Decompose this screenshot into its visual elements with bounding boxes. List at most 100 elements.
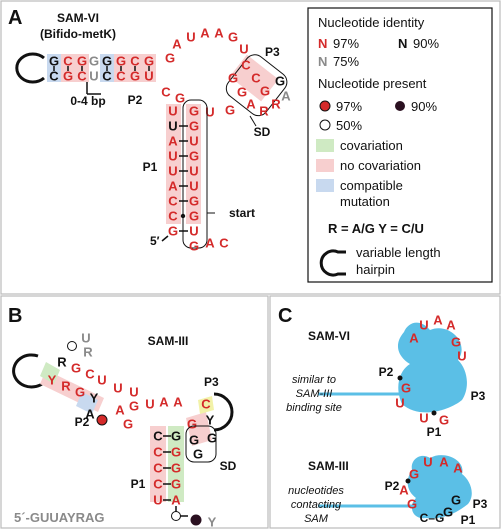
- svg-text:G: G: [407, 497, 417, 512]
- variable-hairpin-icon: [12, 353, 43, 389]
- legend-hairpin-l1: variable length: [356, 245, 441, 260]
- svg-text:G: G: [439, 413, 449, 428]
- svg-text:U: U: [423, 455, 432, 470]
- panel-b-letter: B: [8, 305, 22, 327]
- svg-text:G: G: [116, 54, 126, 69]
- svg-text:U: U: [144, 69, 153, 84]
- p2-covar-shade: [40, 362, 60, 384]
- c-top-p1: P1: [427, 425, 442, 439]
- panel-c-top-nts: A U A A G U G U U G: [395, 313, 466, 428]
- svg-text:G: G: [237, 85, 247, 100]
- svg-text:U: U: [97, 373, 106, 388]
- panel-a-letter: A: [8, 7, 22, 29]
- panel-c-frame: [269, 295, 501, 529]
- svg-text:G: G: [189, 149, 199, 164]
- no-covariation-swatch: [316, 159, 334, 172]
- svg-text:G: G: [77, 54, 87, 69]
- c-bottom-note-3: SAM: [304, 513, 329, 525]
- svg-text:C: C: [201, 397, 211, 412]
- label-start: start: [229, 206, 255, 220]
- c-top-note-1: similar to: [292, 374, 336, 386]
- nt-a-tail: A: [205, 236, 215, 251]
- legend-compatible-l2: mutation: [340, 194, 390, 209]
- panel-c-bottom-nts: G U A A A G G G: [399, 455, 463, 520]
- svg-text:G: G: [144, 54, 154, 69]
- c-bottom-p2: P2: [385, 479, 400, 493]
- svg-text:U: U: [186, 30, 195, 45]
- p1-left-strand: U U A U U A C C G: [168, 104, 178, 239]
- svg-text:G: G: [130, 69, 140, 84]
- svg-text:C: C: [153, 445, 163, 460]
- legend-n90-letter: N: [398, 36, 407, 51]
- panel-c-top-title: SAM-VI: [308, 329, 350, 343]
- j23-b: U G U A A A G: [115, 385, 183, 432]
- label-0-4bp: 0-4 bp: [70, 94, 105, 108]
- svg-text:G: G: [165, 51, 175, 66]
- panel-a-frame: [0, 0, 501, 295]
- svg-text:A: A: [409, 331, 419, 346]
- svg-text:G: G: [228, 30, 238, 45]
- svg-text:G: G: [168, 224, 178, 239]
- svg-text:U: U: [419, 318, 428, 333]
- legend-present-title: Nucleotide present: [318, 76, 427, 91]
- legend-dot90: 90%: [411, 99, 437, 114]
- svg-text:R: R: [83, 345, 93, 360]
- svg-text:C: C: [161, 85, 171, 100]
- c-bottom-pair: C–G: [420, 511, 445, 525]
- svg-text:C: C: [130, 54, 140, 69]
- dot97-icon: [96, 414, 108, 426]
- label-p2-b: P2: [75, 415, 90, 429]
- svg-text:A: A: [168, 179, 178, 194]
- sam-vi-subtitle: (Bifido-metK): [40, 27, 116, 41]
- svg-text:U: U: [168, 164, 177, 179]
- svg-text:G: G: [451, 335, 461, 350]
- svg-text:C: C: [85, 367, 95, 382]
- svg-text:A: A: [214, 26, 224, 41]
- legend-dot50: 50%: [336, 118, 362, 133]
- p1-right-shade: [186, 104, 201, 224]
- no-covariation-shade: [61, 54, 89, 82]
- svg-text:A: A: [173, 395, 183, 410]
- svg-text:G: G: [189, 433, 199, 448]
- p1-pair-lines: [179, 125, 188, 232]
- p3-shade: [229, 54, 279, 102]
- svg-text:C: C: [77, 69, 87, 84]
- svg-text:A: A: [168, 134, 178, 149]
- svg-text:U: U: [205, 105, 214, 120]
- p3-yellow-shade: [198, 396, 214, 414]
- svg-text:G: G: [49, 54, 59, 69]
- junction-upper: C G U G: [161, 85, 235, 120]
- svg-text:G: G: [63, 69, 73, 84]
- svg-text:A: A: [453, 461, 463, 476]
- dot90-icon: [395, 101, 405, 111]
- legend-n97-letter: N: [318, 36, 327, 51]
- dot97-icon: [319, 100, 331, 112]
- svg-text:C: C: [153, 477, 163, 492]
- svg-text:G: G: [409, 467, 419, 482]
- legend-n75-text: 75%: [333, 54, 359, 69]
- svg-text:C: C: [153, 429, 163, 444]
- svg-text:U: U: [239, 42, 248, 57]
- sd-pointer: [249, 115, 257, 127]
- p3-sd-outline: [225, 54, 288, 117]
- p1-left-shade-b: [150, 426, 166, 502]
- c-bottom-p3: P3: [473, 497, 488, 511]
- svg-text:G: G: [189, 239, 199, 254]
- svg-text:C: C: [251, 71, 261, 86]
- label-p3-b: P3: [204, 375, 219, 389]
- svg-text:A: A: [172, 37, 182, 52]
- label-p1: P1: [143, 160, 158, 174]
- tail-5prime: 5´-GUUAYRAG: [14, 510, 105, 525]
- svg-text:G: G: [175, 91, 185, 106]
- p2-pair-lines: [53, 66, 150, 95]
- svg-text:A: A: [281, 89, 291, 104]
- dot50-icon: [171, 511, 181, 521]
- dot50-icon: [67, 341, 77, 351]
- svg-text:C: C: [49, 69, 59, 84]
- p1-right-strand: G G U G U U G G U G: [189, 104, 199, 254]
- c-top-p2: P2: [379, 365, 394, 379]
- label-p1-b: P1: [131, 477, 146, 491]
- dot90-icon: [190, 514, 202, 526]
- p3-loop: G A U A A G U: [165, 26, 249, 66]
